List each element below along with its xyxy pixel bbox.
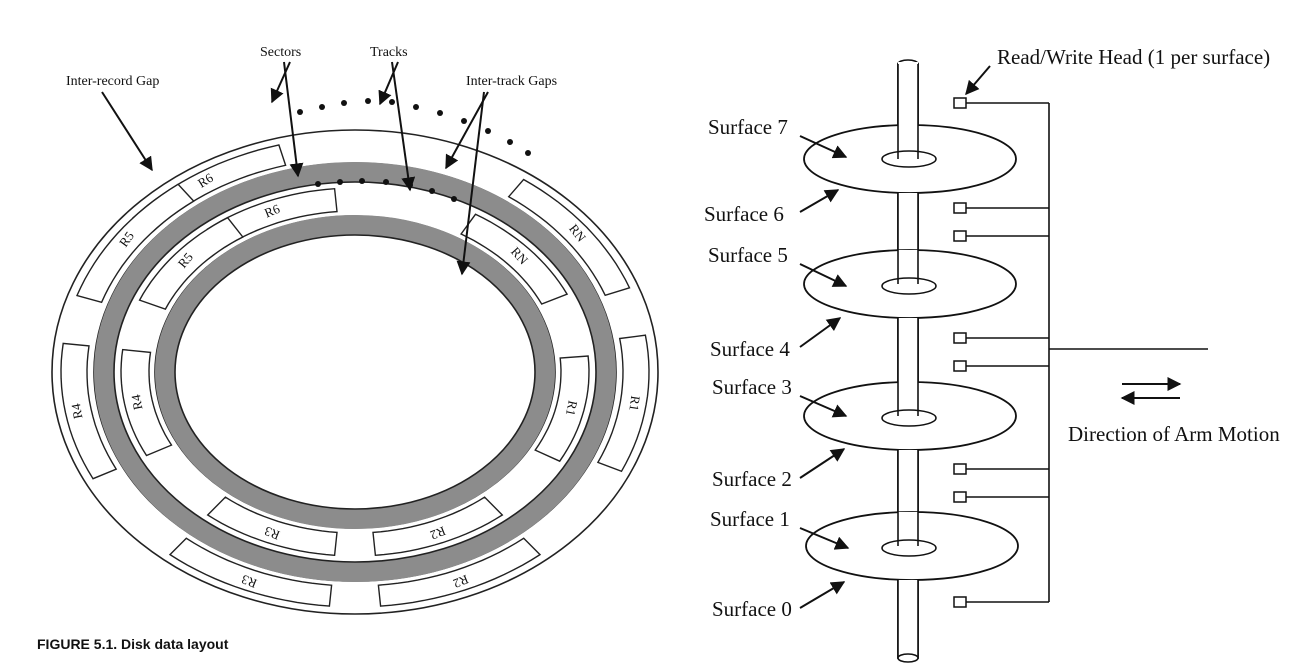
inner-sector-r4 [120,348,173,457]
head-surface-5 [953,230,967,242]
disk-stack-diagram: Read/Write Head (1 per surface) Directio… [704,45,1280,663]
head-surface-1 [953,491,967,503]
disk-hub-edge [174,234,536,510]
inner-sector-label-r4: R4 [128,393,145,411]
outer-sector-r3 [168,537,333,607]
head-surface-4 [953,332,967,344]
outer-sector-label-r1: R1 [626,395,643,412]
outer-sector-r5 [76,183,195,304]
inner-sector-r3 [206,496,338,557]
inner-sector-label-r2: R2 [428,524,448,544]
callout-tracks: Tracks [370,45,408,60]
inner-sector-label-r3: R3 [262,524,282,544]
callout-sectors: Sectors [260,45,301,60]
surface-arrows [799,135,850,609]
surface-label-4: Surface 4 [710,337,790,361]
arm-motion-arrows [1120,377,1182,405]
head-surface-2 [953,463,967,475]
surface-labels: Surface 7 Surface 6 Surface 5 Surface 4 … [704,115,792,621]
outer-sector-label-r3: R3 [239,572,259,592]
inter-track-gap-inner [155,215,555,529]
outer-sector-r2 [377,537,542,607]
actuator-arm [966,102,1208,603]
surface-label-3: Surface 3 [712,375,792,399]
inner-sector-label-r6: R6 [262,201,282,221]
surface-label-6: Surface 6 [704,202,784,226]
arm-motion-label: Direction of Arm Motion [1068,422,1280,446]
platter-3 [803,318,1017,451]
head-surface-6 [953,202,967,214]
surface-label-2: Surface 2 [712,467,792,491]
outer-sector-rn [507,178,631,297]
inner-sector-label-r1: R1 [563,399,581,417]
surface-label-5: Surface 5 [708,243,788,267]
outer-sector-label-r4: R4 [68,402,85,420]
head-surface-3 [953,360,967,372]
inner-sector-r5 [138,216,244,310]
inner-sector-r1 [534,355,590,463]
read-write-head-label: Read/Write Head (1 per surface) [997,45,1270,69]
callout-inter-track-gaps: Inter-track Gaps [466,74,557,89]
outer-sector-label-r5: R5 [116,229,137,250]
head-surface-0 [953,596,967,608]
callout-arrows-left [101,61,489,276]
platter-4 [805,450,1019,581]
inner-track-outer-edge [113,181,597,563]
inner-sector-label-r5: R5 [175,249,196,270]
inner-sector-r2 [372,496,504,557]
outer-sector-label-r6: R6 [195,170,216,191]
inner-sector-rn [460,213,569,305]
callout-inter-record-gap: Inter-record Gap [66,74,159,89]
surface-label-7: Surface 7 [708,115,788,139]
read-write-heads [953,97,967,608]
outer-sector-label-r2: R2 [451,572,471,592]
figure-caption: FIGURE 5.1. Disk data layout [37,636,229,652]
disk-outer-edge [51,129,659,615]
inter-track-gap-outer [94,162,616,582]
outer-sector-r1 [596,334,650,473]
head-surface-7 [953,97,967,109]
platter-1 [803,62,1017,194]
surface-label-0: Surface 0 [712,597,792,621]
platter-2 [803,193,1017,319]
surface-label-1: Surface 1 [710,507,790,531]
outer-sector-r4 [60,342,118,480]
